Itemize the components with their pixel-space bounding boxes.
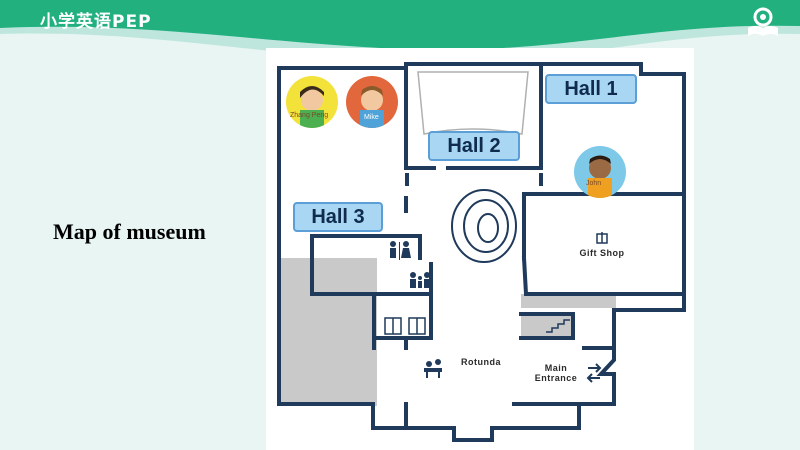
main-entrance-label-1: Main: [544, 363, 568, 373]
hall-3-label: Hall 3: [293, 202, 383, 232]
john-name: John: [586, 180, 602, 187]
main-entrance-label-2: Entrance: [534, 373, 578, 383]
gray-area-right: [521, 294, 616, 308]
elevator-icon: [384, 317, 426, 335]
slide-title: Map of museum: [53, 219, 206, 244]
rotunda-label: Rotunda: [461, 357, 501, 367]
gift-shop-label: Gift Shop: [579, 248, 625, 258]
gray-area-left: [279, 258, 377, 406]
mike-avatar: [346, 76, 398, 128]
hall-2-label: Hall 2: [428, 131, 520, 161]
family-icon: [410, 272, 430, 288]
museum-map: Hall 1 Hall 2 Hall 3 Zhang Peng Mike Joh…: [266, 48, 694, 450]
book-logo-icon: [748, 7, 778, 36]
restroom-icon: [390, 241, 411, 260]
zhang-peng-name: Zhang Peng: [290, 112, 329, 119]
mike-name: Mike: [364, 114, 379, 121]
header-banner: [0, 0, 800, 63]
entrance-arrows-icon: [586, 363, 602, 383]
hall-1-label: Hall 1: [545, 74, 637, 104]
gift-icon: [596, 232, 608, 244]
john-avatar: [574, 146, 626, 198]
zhang-peng-avatar: [286, 76, 338, 128]
spiral-staircase-icon: [451, 189, 517, 263]
floor-plan: [277, 62, 686, 442]
stairs-icon: [546, 319, 570, 333]
info-desk-icon: [424, 359, 442, 378]
header-title: 小学英语PEP: [40, 12, 152, 32]
stairs-area: [521, 314, 573, 338]
